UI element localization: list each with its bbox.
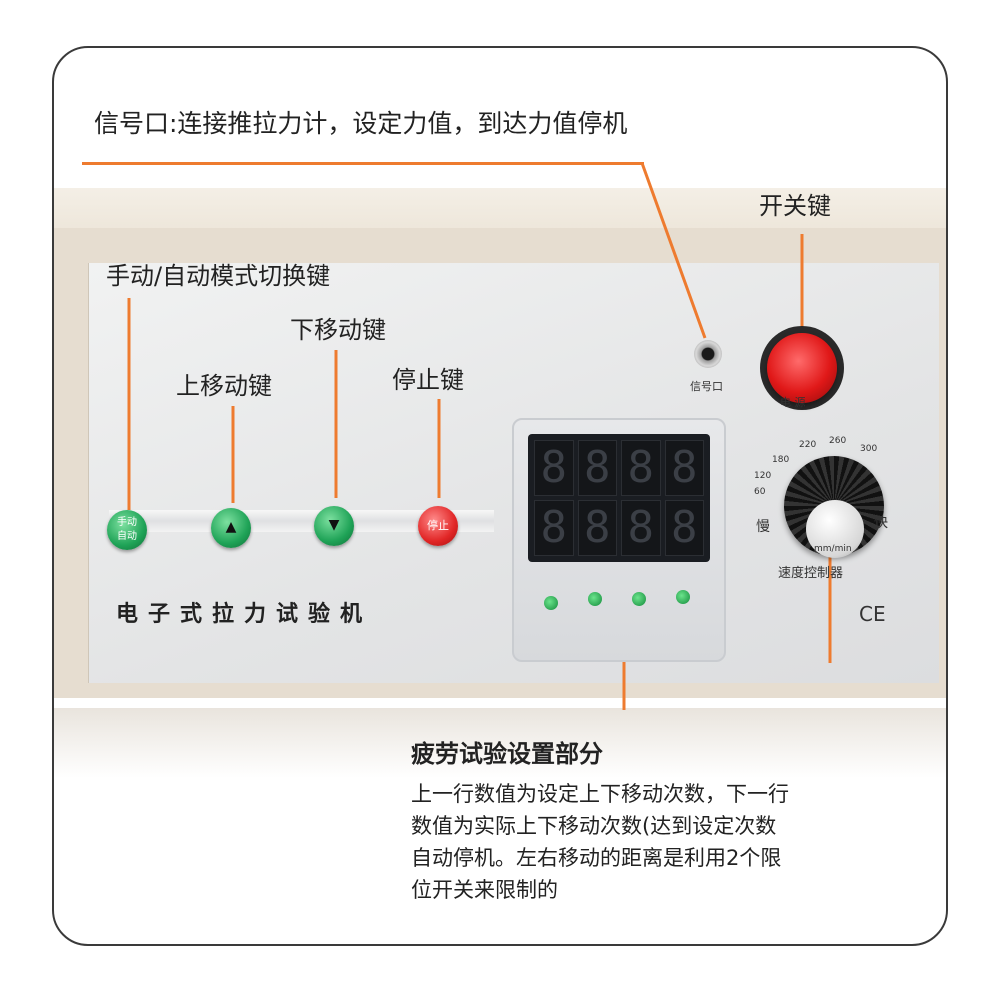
power-button[interactable] [767,333,837,403]
display-digit: 8 [577,440,617,496]
signal-port-annotation: 信号口:连接推拉力计，设定力值，到达力值停机 [94,109,628,138]
speed-tick: 60 [754,487,766,497]
up-arrow-icon: ▲ [225,519,237,535]
speed-unit-label: mm/min [814,544,852,554]
fatigue-desc-line: 上一行数值为设定上下移动次数，下一行 [411,782,789,806]
mode-manual-label: 手动 [117,517,137,528]
move-down-button[interactable]: ▼ [314,506,354,546]
machine-bottom-shadow [54,708,946,778]
stop-button[interactable]: 停止 [418,506,458,546]
display-led [544,596,558,610]
fatigue-title: 疲劳试验设置部分 [411,740,603,768]
fast-label: 快 [874,515,888,531]
signal-port-jack[interactable] [694,340,722,368]
machine-brand-name: 电子式拉力试验机 [116,601,373,627]
signal-port-label: 信号口 [690,380,723,393]
display-digit: 8 [534,500,574,556]
button-track [109,510,494,532]
display-digit: 8 [621,440,661,496]
fatigue-desc-line: 自动停机。左右移动的距离是利用2个限 [411,846,782,870]
power-key-annotation: 开关键 [759,192,831,220]
slow-label: 慢 [756,519,770,535]
display-led [588,592,602,606]
display-led [632,592,646,606]
display-digit: 8 [577,500,617,556]
signal-leader-horizontal [82,162,644,165]
fatigue-desc-line: 位开关来限制的 [411,878,558,902]
move-down-annotation: 下移动键 [290,316,386,344]
mode-switch-button[interactable]: 手动 自动 [107,510,147,550]
down-arrow-icon: ▼ [328,517,340,533]
speed-knob-cap[interactable] [806,500,864,558]
speed-tick: 260 [829,436,847,446]
speed-tick: 220 [799,440,817,450]
speed-tick: 120 [754,471,772,481]
power-label: 电 源 [780,396,806,409]
speed-tick: 300 [860,444,878,454]
display-digit: 8 [664,500,704,556]
stop-key-annotation: 停止键 [392,366,464,394]
signal-leader-diagonal [640,162,707,339]
stop-button-label: 停止 [427,519,449,532]
display-bottom-row: 8 8 8 8 [534,500,704,556]
display-led [676,590,690,604]
speed-controller-label: 速度控制器 [778,566,844,581]
fatigue-display-screen: 8 8 8 8 8 8 8 8 [528,434,710,562]
mode-switch-annotation: 手动/自动模式切换键 [106,262,331,290]
image-frame: 信号口:连接推拉力计，设定力值，到达力值停机 开关键 手动/自动模式切换键 下移… [52,46,948,946]
fatigue-desc-line: 数值为实际上下移动次数(达到设定次数 [411,814,777,838]
display-top-row: 8 8 8 8 [534,440,704,496]
fatigue-display-module: 8 8 8 8 8 8 8 8 [512,418,726,662]
move-up-annotation: 上移动键 [176,372,272,400]
ce-mark: CE [859,602,886,626]
move-up-button[interactable]: ▲ [211,508,251,548]
speed-tick: 180 [772,455,790,465]
mode-auto-label: 自动 [117,531,137,542]
display-digit: 8 [664,440,704,496]
display-digit: 8 [534,440,574,496]
display-digit: 8 [621,500,661,556]
